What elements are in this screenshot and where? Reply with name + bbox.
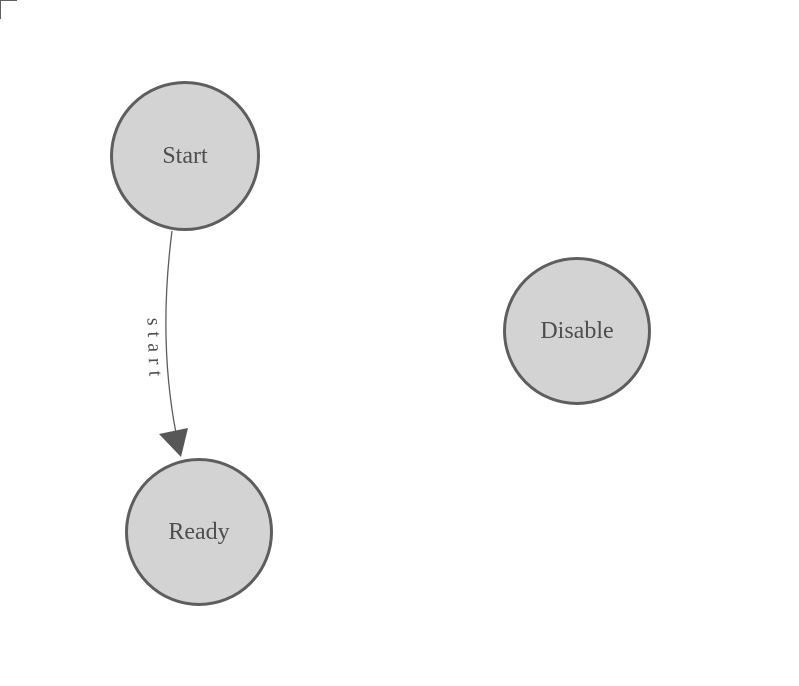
state-node-ready[interactable]: Ready xyxy=(125,458,273,606)
edge-arrowhead-icon xyxy=(159,428,188,457)
edge-path[interactable] xyxy=(165,230,177,434)
state-node-label: Ready xyxy=(168,518,230,545)
state-node-start[interactable]: Start xyxy=(110,81,260,231)
canvas-origin-corner xyxy=(0,0,17,19)
state-node-label: Disable xyxy=(540,317,614,344)
transition-edge-start-to-ready[interactable] xyxy=(159,230,188,457)
state-node-label: Start xyxy=(162,142,208,169)
edge-label-start: start xyxy=(142,317,167,383)
state-node-disable[interactable]: Disable xyxy=(503,257,651,405)
